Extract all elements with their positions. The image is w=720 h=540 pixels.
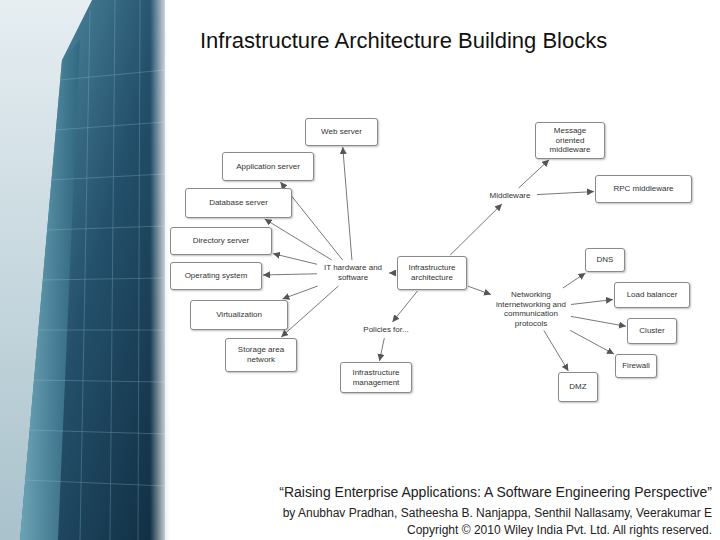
node-text: Operating system — [185, 271, 248, 281]
connector-arrow — [519, 160, 549, 188]
building-illustration — [0, 0, 170, 540]
connector-arrow — [563, 273, 586, 288]
connector-arrow — [379, 338, 384, 361]
topic-box: Cluster — [627, 318, 677, 344]
topic-box: Infrastructure management — [340, 362, 412, 393]
connector-arrow — [537, 192, 594, 195]
node-text: Policies for... — [363, 325, 408, 335]
node-text: Infrastructure architecture — [402, 263, 462, 282]
credit-line: Copyright © 2010 Wiley India Pvt. Ltd. A… — [407, 523, 712, 537]
node-text: Directory server — [193, 236, 249, 246]
node-text: Web server — [321, 127, 362, 137]
node-text: Virtualization — [216, 310, 262, 320]
topic-box: Storage area network — [225, 338, 297, 372]
topic-box: Web server — [305, 118, 378, 146]
topic-box: RPC middleware — [595, 175, 692, 203]
topic-box: Message oriented middleware — [535, 122, 605, 159]
topic-box: Operating system — [170, 262, 262, 290]
topic-box: Database server — [185, 188, 292, 218]
node-text: DNS — [597, 255, 614, 265]
topic-label: IT hardware and software — [318, 261, 388, 285]
slide-title: Infrastructure Architecture Building Blo… — [200, 28, 607, 54]
topic-label: Policies for... — [356, 323, 416, 337]
node-text: Application server — [236, 162, 300, 172]
connector-arrow — [392, 291, 417, 322]
node-text: Message oriented middleware — [540, 126, 600, 155]
connector-arrow — [450, 204, 502, 255]
topic-label: Networking internetworking and communica… — [492, 289, 570, 329]
connector-arrow — [281, 286, 338, 337]
topic-label: Middleware — [484, 189, 536, 203]
topic-box: Infrastructure architecture — [397, 256, 467, 290]
node-text: Database server — [209, 198, 268, 208]
book-caption: “Raising Enterprise Applications: A Soft… — [279, 484, 712, 500]
topic-box: Firewall — [615, 354, 657, 378]
node-text: Middleware — [490, 191, 531, 201]
topic-box: Directory server — [170, 227, 272, 255]
connector-arrow — [343, 147, 352, 260]
node-text: Cluster — [639, 326, 664, 336]
connector-arrow — [263, 274, 317, 275]
node-text: Infrastructure management — [345, 368, 407, 387]
topic-box: DMZ — [558, 372, 598, 402]
connector-arrow — [468, 286, 491, 294]
node-text: IT hardware and software — [320, 263, 386, 282]
node-text: RPC middleware — [613, 184, 673, 194]
node-text: Storage area network — [230, 345, 292, 364]
connector-arrow — [282, 286, 317, 299]
connector-arrow — [570, 330, 614, 354]
connector-arrow — [544, 330, 569, 371]
topic-box: Application server — [222, 152, 314, 181]
node-text: Networking internetworking and communica… — [494, 290, 568, 328]
topic-box: DNS — [585, 248, 625, 272]
connector-arrow — [389, 273, 396, 274]
connector-arrow — [571, 316, 626, 326]
topic-box: Virtualization — [190, 300, 288, 330]
credit-line: by Anubhav Pradhan, Satheesha B. Nanjapp… — [283, 506, 712, 520]
node-text: DMZ — [569, 382, 586, 392]
node-text: Firewall — [622, 361, 650, 371]
connector-arrow — [571, 300, 613, 305]
topic-box: Load balancer — [614, 282, 690, 308]
connector-arrow — [273, 254, 317, 265]
node-text: Load balancer — [627, 290, 678, 300]
